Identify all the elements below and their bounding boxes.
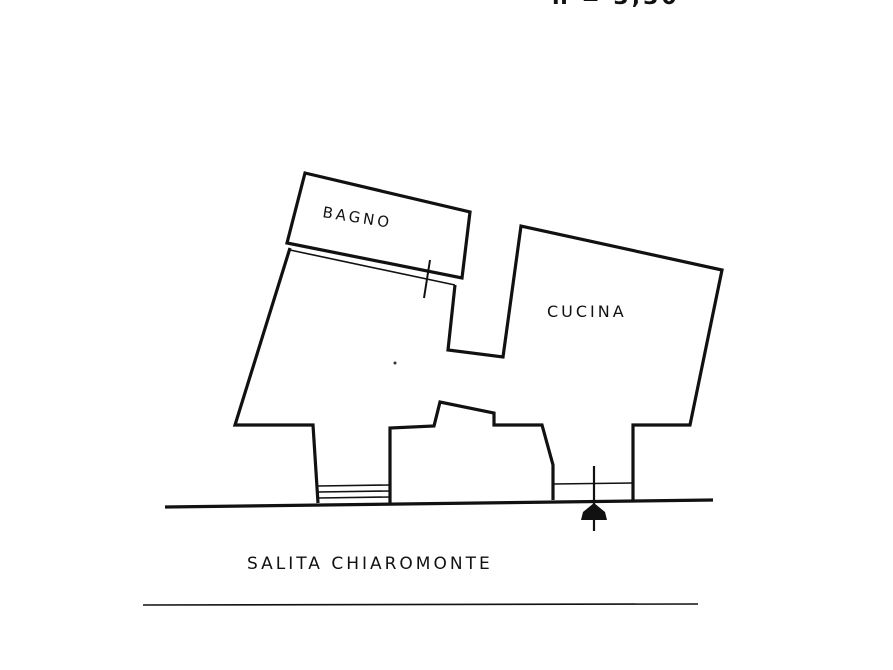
room-label-bagno: BAGNO	[321, 203, 393, 232]
inner-block-walls	[388, 400, 555, 503]
street-label: SALITA CHIAROMONTE	[247, 554, 493, 574]
cucina-walls	[446, 224, 724, 500]
bagno-walls	[285, 171, 472, 280]
street-edge	[164, 498, 714, 509]
living-left-wall	[232, 247, 320, 504]
street-bottom-line	[142, 603, 699, 606]
entrance-arrow-icon	[581, 466, 607, 531]
bagno-door-mark	[423, 259, 431, 299]
room-label-cucina: CUCINA	[547, 302, 627, 321]
partition-wall	[289, 249, 456, 286]
entrance-steps	[317, 484, 391, 499]
scale-label: h = 3,30	[552, 0, 680, 10]
dot	[393, 361, 397, 365]
